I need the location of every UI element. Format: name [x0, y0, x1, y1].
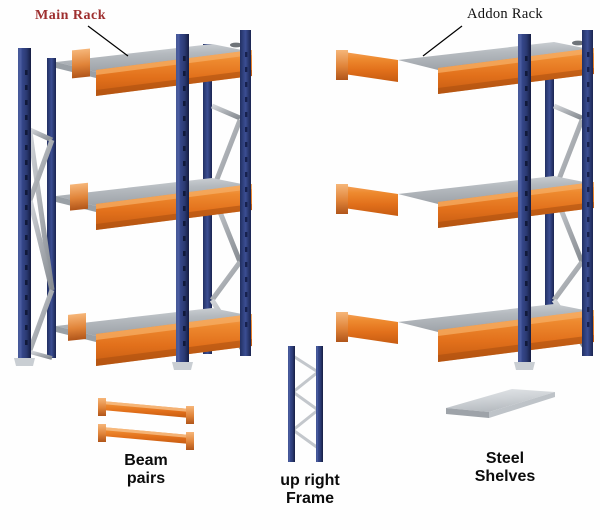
main-rack-front-uprights	[14, 30, 251, 370]
label-main-rack: Main Rack	[35, 8, 106, 23]
label-steel-shelves-line2: Shelves	[474, 467, 536, 485]
label-beam-pairs-line2: pairs	[126, 469, 166, 487]
label-steel-shelves: Steel Shelves	[450, 450, 560, 486]
label-upright-frame: up right Frame	[255, 472, 365, 508]
main-rack	[14, 30, 252, 370]
main-rack-shelf-top	[56, 42, 252, 96]
component-beam-pairs	[98, 398, 194, 450]
main-rack-left-bracing	[27, 127, 55, 360]
leader-lines	[87, 25, 463, 57]
main-rack-shelf-bottom	[56, 308, 252, 366]
label-upright-frame-line1: up right	[280, 472, 340, 489]
addon-rack-shelf-bottom	[336, 304, 594, 362]
component-upright-frame	[288, 346, 323, 462]
addon-rack-front-upright	[514, 30, 593, 370]
component-steel-shelf-panel	[446, 389, 555, 418]
addon-rack-shelf-top	[336, 40, 594, 94]
leader-line-main-rack	[87, 25, 129, 57]
addon-rack	[336, 30, 594, 370]
label-beam-pairs-line1: Beam	[124, 452, 168, 469]
label-beam-pairs: Beam pairs	[96, 452, 196, 488]
label-addon-rack: Addon Rack	[467, 6, 543, 22]
leader-line-addon-rack	[422, 25, 463, 57]
addon-rack-shelf-middle	[336, 176, 594, 228]
label-upright-frame-line2: Frame	[285, 489, 335, 507]
main-rack-shelf-middle	[56, 178, 252, 230]
label-steel-shelves-line1: Steel	[485, 450, 525, 467]
